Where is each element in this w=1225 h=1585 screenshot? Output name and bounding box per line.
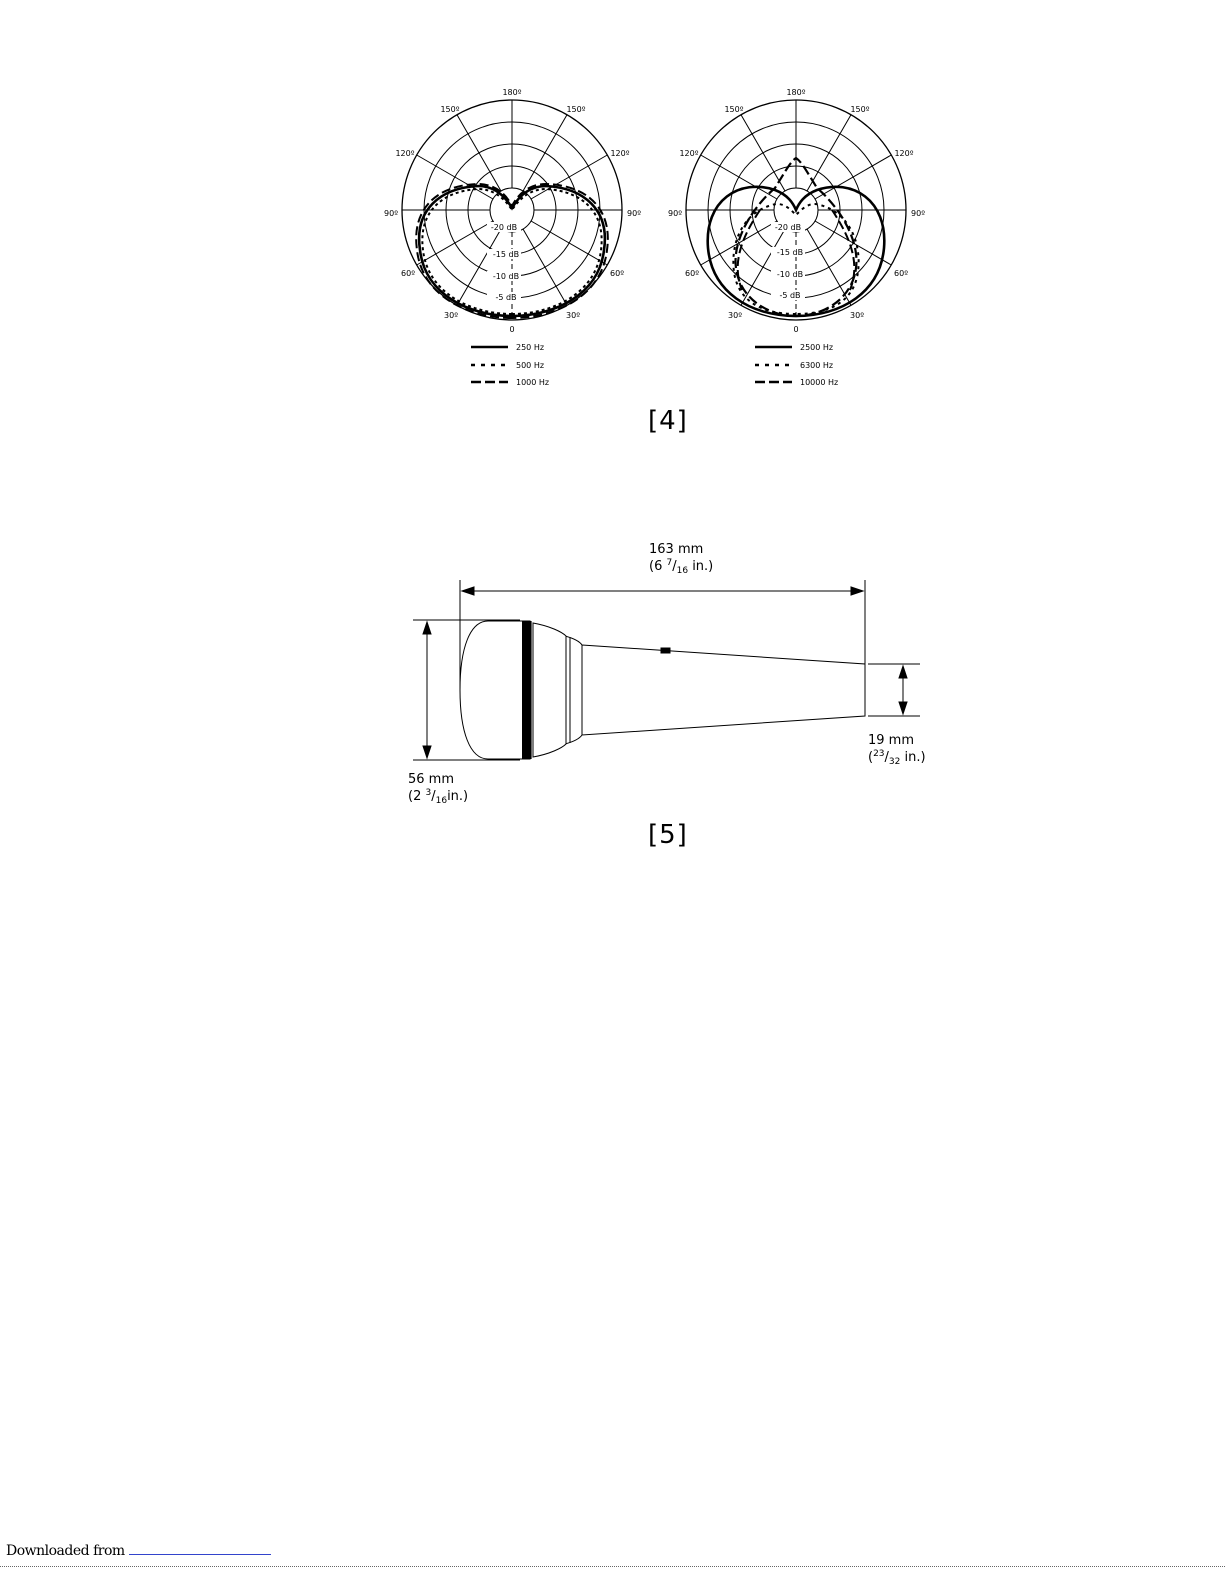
legend-label: 2500 Hz xyxy=(800,343,833,352)
db-label: -15 dB xyxy=(493,250,519,259)
angle-label: 30º xyxy=(850,311,864,320)
bottom-rule xyxy=(0,1566,1225,1567)
db-label: -20 dB xyxy=(775,223,801,232)
legend-label: 6300 Hz xyxy=(800,361,833,370)
angle-label: 180º xyxy=(502,88,521,97)
angle-label: 30º xyxy=(728,311,742,320)
angle-label: 180º xyxy=(786,88,805,97)
angle-label: 150º xyxy=(724,105,743,114)
legend-label: 250 Hz xyxy=(516,343,544,352)
length-mm-label: 163 mm xyxy=(649,542,703,557)
footer-text: Downloaded from xyxy=(6,1543,129,1559)
db-labels-right: -20 dB -15 dB -10 dB -5 dB xyxy=(771,222,805,300)
angle-label: 90º xyxy=(911,209,925,218)
angle-label: 120º xyxy=(679,149,698,158)
angle-label: 90º xyxy=(384,209,398,218)
angle-label: 90º xyxy=(627,209,641,218)
legend-label: 10000 Hz xyxy=(800,378,838,387)
angle-label: 120º xyxy=(395,149,414,158)
db-label: -20 dB xyxy=(491,223,517,232)
head-diameter-in-label: (2 3/16in.) xyxy=(408,788,468,806)
microphone-handle xyxy=(582,645,865,735)
angle-label: 0 xyxy=(793,325,798,334)
legend-left: 250 Hz 500 Hz 1000 Hz xyxy=(471,343,549,387)
figure-caption-4: [4] xyxy=(648,406,688,436)
db-label: -5 dB xyxy=(495,293,516,302)
head-diameter-mm-label: 56 mm xyxy=(408,772,454,787)
legend-label: 500 Hz xyxy=(516,361,544,370)
figure-caption-5: [5] xyxy=(648,820,688,850)
microphone-drawing xyxy=(413,580,920,760)
polar-plot-right: 180º 150º 150º 120º 120º 90º 90º 60º 60º… xyxy=(668,88,925,387)
angle-label: 120º xyxy=(610,149,629,158)
angle-label: 60º xyxy=(401,269,415,278)
grille-band xyxy=(522,621,530,759)
db-label: -15 dB xyxy=(777,248,803,257)
angle-label: 60º xyxy=(685,269,699,278)
angle-label: 30º xyxy=(566,311,580,320)
microphone-switch xyxy=(661,648,670,653)
microphone-grille xyxy=(460,621,522,759)
angle-label: 60º xyxy=(894,269,908,278)
tail-diameter-mm-label: 19 mm xyxy=(868,733,914,748)
db-label: -10 dB xyxy=(493,272,519,281)
footer-link[interactable] xyxy=(129,1542,271,1555)
angle-label: 90º xyxy=(668,209,682,218)
legend-label: 1000 Hz xyxy=(516,378,549,387)
db-label: -5 dB xyxy=(779,291,800,300)
db-label: -10 dB xyxy=(777,270,803,279)
legend-right: 2500 Hz 6300 Hz 10000 Hz xyxy=(755,343,838,387)
angle-label: 150º xyxy=(566,105,585,114)
angle-label: 120º xyxy=(894,149,913,158)
footer: Downloaded from xyxy=(6,1542,271,1559)
tail-diameter-in-label: (23/32 in.) xyxy=(868,749,926,767)
angle-label: 0 xyxy=(509,325,514,334)
length-in-label: (6 7/16 in.) xyxy=(649,558,713,576)
angle-label: 150º xyxy=(440,105,459,114)
polar-plot-left: 180º 150º 150º 120º 120º 90º 90º 60º 60º… xyxy=(384,88,641,387)
db-labels-left: -20 dB -15 dB -10 dB -5 dB xyxy=(487,222,521,302)
angle-label: 150º xyxy=(850,105,869,114)
angle-label: 30º xyxy=(444,311,458,320)
angle-label: 60º xyxy=(610,269,624,278)
